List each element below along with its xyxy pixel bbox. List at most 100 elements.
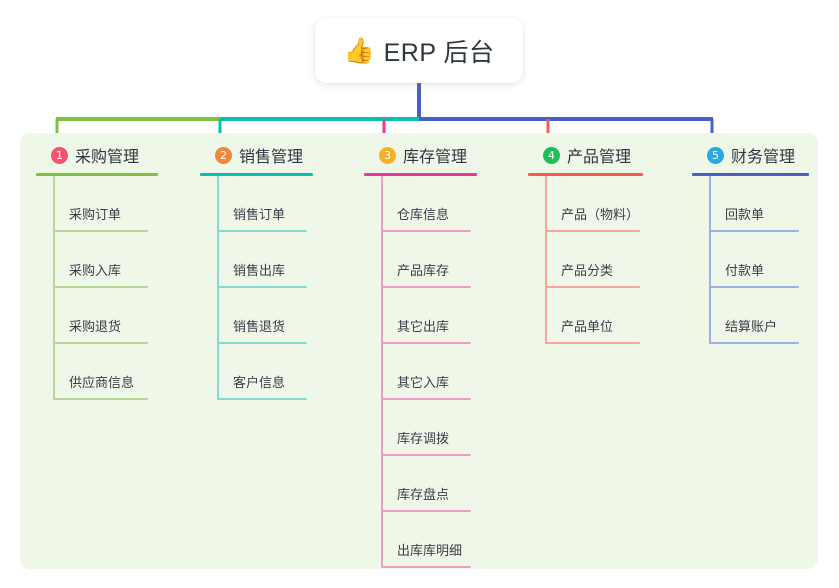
list-item-label: 仓库信息 [397,207,450,222]
list-item[interactable]: 销售出库 [217,232,313,288]
list-item-label: 出库库明细 [397,543,463,558]
list-item[interactable]: 产品分类 [545,232,643,288]
branch-column-5: 5 财务管理回款单付款单结算账户 [692,141,809,344]
branch-column-4: 4 产品管理产品（物料） 产品分类产品单位 [528,141,643,344]
list-item-label: 产品（物料） [561,207,640,222]
list-item-label: 采购订单 [69,207,122,222]
branch-header-rule-1 [36,173,158,176]
branch-badge-5: 5 [707,146,724,164]
list-item-rule [709,342,799,344]
list-item-rule [217,286,307,288]
branch-title-3: 库存管理 [403,149,468,166]
list-item[interactable]: 采购订单 [53,176,158,232]
branch-spine-4 [545,176,547,344]
list-item-rule [381,566,471,568]
list-item-rule [53,342,148,344]
branch-badge-1: 1 [51,146,68,164]
branch-panel [20,133,818,569]
branch-item-list-2: 销售订单销售出库销售退货客户信息 [217,176,313,400]
list-item[interactable]: 付款单 [709,232,809,288]
list-item[interactable]: 出库库明细 [381,512,477,568]
list-item[interactable]: 销售退货 [217,288,313,344]
list-item[interactable]: 回款单 [709,176,809,232]
list-item-rule [53,398,148,400]
branch-header-4[interactable]: 4 产品管理 [528,141,643,169]
list-item-rule [381,230,471,232]
branch-spine-2 [217,176,219,400]
list-item-label: 供应商信息 [69,375,135,390]
list-item-label: 产品库存 [397,263,450,278]
list-item-label: 回款单 [725,207,765,222]
list-item-label: 库存调拨 [397,431,450,446]
list-item-label: 付款单 [725,263,765,278]
list-item-label: 其它入库 [397,375,450,390]
list-item[interactable]: 产品单位 [545,288,643,344]
list-item[interactable]: 客户信息 [217,344,313,400]
list-item-rule [381,510,471,512]
branch-header-rule-4 [528,173,643,176]
list-item-rule [53,286,148,288]
branch-badge-3: 3 [379,146,396,164]
branch-header-rule-2 [200,173,313,176]
list-item[interactable]: 销售订单 [217,176,313,232]
branch-item-list-1: 采购订单采购入库采购退货供应商信息 [53,176,158,400]
branch-badge-2: 2 [215,146,232,164]
list-item-label: 销售退货 [233,319,286,334]
list-item-rule [381,342,471,344]
branch-item-list-5: 回款单付款单结算账户 [709,176,809,344]
branch-title-4: 产品管理 [567,149,632,166]
list-item-label: 库存盘点 [397,487,450,502]
list-item[interactable]: 其它出库 [381,288,477,344]
branch-header-rule-3 [364,173,477,176]
branch-column-1: 1 采购管理采购订单采购入库采购退货供应商信息 [36,141,158,400]
list-item-rule [217,342,307,344]
branch-title-1: 采购管理 [75,149,140,166]
list-item-label: 销售出库 [233,263,286,278]
branch-header-5[interactable]: 5 财务管理 [692,141,809,169]
list-item[interactable]: 库存调拨 [381,400,477,456]
list-item[interactable]: 采购退货 [53,288,158,344]
list-item[interactable]: 库存盘点 [381,456,477,512]
list-item-rule [53,230,148,232]
branch-spine-5 [709,176,711,344]
list-item-label: 其它出库 [397,319,450,334]
list-item-rule [217,230,307,232]
list-item[interactable]: 产品库存 [381,232,477,288]
branch-header-3[interactable]: 3 库存管理 [364,141,477,169]
branch-header-rule-5 [692,173,809,176]
list-item-rule [381,398,471,400]
branch-badge-4: 4 [543,146,560,164]
branch-item-list-4: 产品（物料） 产品分类产品单位 [545,176,643,344]
list-item-rule [545,286,640,288]
list-item-label: 采购退货 [69,319,122,334]
branch-header-2[interactable]: 2 销售管理 [200,141,313,169]
list-item-rule [545,342,640,344]
branch-title-2: 销售管理 [239,149,304,166]
list-item[interactable]: 其它入库 [381,344,477,400]
branch-header-1[interactable]: 1 采购管理 [36,141,158,169]
branch-item-list-3: 仓库信息产品库存其它出库其它入库库存调拨库存盘点出库库明细 [381,176,477,568]
list-item-label: 产品分类 [561,263,614,278]
list-item-label: 结算账户 [725,319,778,334]
list-item[interactable]: 供应商信息 [53,344,158,400]
branch-spine-3 [381,176,383,568]
list-item[interactable]: 产品（物料） [545,176,643,232]
list-item-rule [381,286,471,288]
branch-column-2: 2 销售管理销售订单销售出库销售退货客户信息 [200,141,313,400]
list-item-rule [217,398,307,400]
list-item-label: 客户信息 [233,375,286,390]
list-item-label: 产品单位 [561,319,614,334]
list-item-label: 销售订单 [233,207,286,222]
root-node-title: ERP 后台 [383,38,495,67]
branch-title-5: 财务管理 [731,149,796,166]
list-item-rule [709,286,799,288]
branch-spine-1 [53,176,55,400]
list-item-rule [709,230,799,232]
list-item[interactable]: 结算账户 [709,288,809,344]
list-item[interactable]: 采购入库 [53,232,158,288]
list-item-label: 采购入库 [69,263,122,278]
root-node[interactable]: 👍 ERP 后台 [315,18,523,83]
list-item[interactable]: 仓库信息 [381,176,477,232]
list-item-rule [545,230,640,232]
